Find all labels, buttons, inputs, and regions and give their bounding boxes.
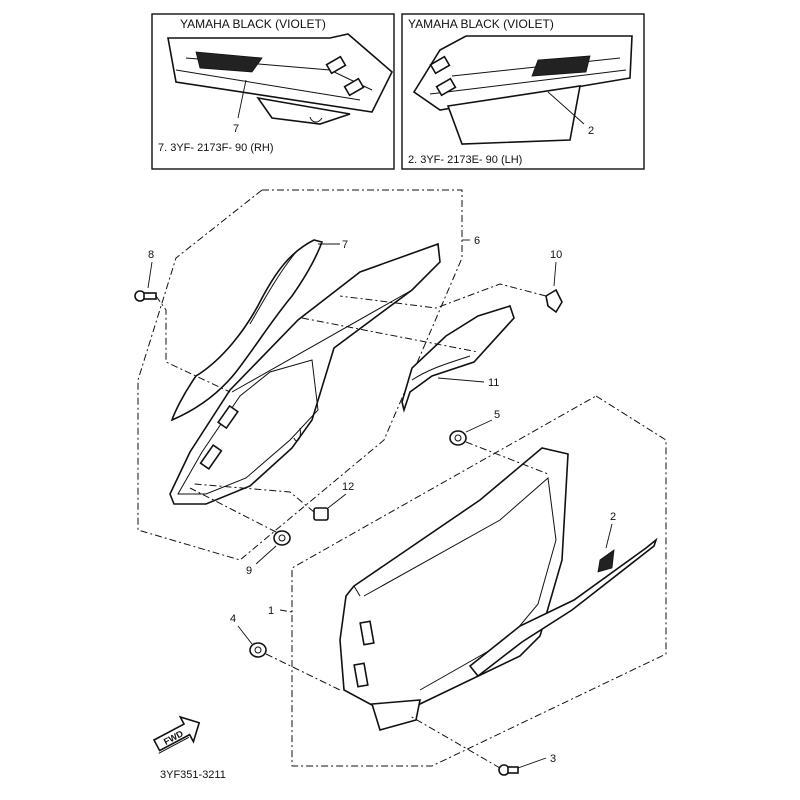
part-1-lh-side-cover — [339, 447, 569, 731]
group-boundary-upper — [137, 189, 463, 561]
leader-8 — [147, 261, 153, 289]
part-10-clip — [545, 288, 563, 314]
inset-rh-panel: YAMAHA BLACK (VIOLET) 7 7. 3YF- 2173F- 9… — [151, 13, 395, 170]
inset-rh-header: YAMAHA BLACK (VIOLET) — [180, 17, 326, 31]
leader-2 — [605, 523, 613, 549]
assembly-line-clip10 — [339, 283, 547, 309]
callout-9: 9 — [246, 565, 252, 577]
leader-9 — [255, 545, 277, 565]
callout-3: 3 — [550, 753, 556, 765]
callout-6: 6 — [474, 235, 480, 247]
assembly-line-screw3 — [409, 715, 501, 769]
part-9-grommet — [273, 530, 291, 546]
callout-12: 12 — [342, 481, 354, 493]
inset-lh-header: YAMAHA BLACK (VIOLET) — [408, 17, 554, 31]
inset-rh-leader — [237, 79, 247, 119]
callout-2: 2 — [610, 511, 616, 523]
inset-lh-cover-drawing — [412, 35, 633, 145]
callout-4: 4 — [230, 613, 236, 625]
part-5-grommet — [449, 430, 467, 446]
callout-1: 1 — [268, 605, 274, 617]
leader-3 — [517, 757, 547, 769]
part-11-decal — [401, 305, 515, 413]
inset-rh-cover-drawing — [167, 33, 393, 125]
part-6-rh-side-cover — [169, 242, 441, 505]
leader-1 — [279, 609, 293, 613]
part-2-lh-decal — [468, 537, 658, 678]
leader-4 — [237, 625, 253, 645]
callout-8: 8 — [148, 249, 154, 261]
inset-rh-callout: 7 — [233, 123, 239, 135]
inset-lh-part-label: 2. 3YF- 2173E- 90 (LH) — [408, 154, 522, 166]
part-8-bolt — [134, 290, 157, 302]
part-7-rh-decal — [170, 239, 324, 422]
assembly-line-grommet4 — [265, 653, 341, 691]
group-boundary-lower — [291, 395, 667, 767]
callout-5: 5 — [494, 409, 500, 421]
part-3-screw — [498, 764, 519, 776]
fwd-arrow-icon: FWD — [152, 715, 201, 754]
part-4-grommet — [249, 642, 267, 658]
assembly-line-clip12 — [193, 483, 315, 513]
inset-lh-callout: 2 — [588, 125, 594, 137]
inset-lh-panel: YAMAHA BLACK (VIOLET) 2 2. 3YF- 2173E- 9… — [401, 13, 645, 170]
leader-5 — [465, 419, 493, 433]
diagram-code: 3YF351-3211 — [160, 769, 226, 781]
inset-lh-leader — [547, 91, 585, 125]
assembly-line-grommet9 — [189, 487, 277, 533]
callout-11: 11 — [488, 377, 499, 389]
part-12-clip — [313, 507, 329, 521]
leader-11 — [437, 377, 485, 383]
callout-10: 10 — [550, 249, 562, 261]
inset-rh-part-label: 7. 3YF- 2173F- 90 (RH) — [158, 142, 274, 154]
leader-12 — [327, 493, 347, 509]
callout-7: 7 — [342, 239, 348, 251]
leader-10 — [553, 261, 557, 287]
